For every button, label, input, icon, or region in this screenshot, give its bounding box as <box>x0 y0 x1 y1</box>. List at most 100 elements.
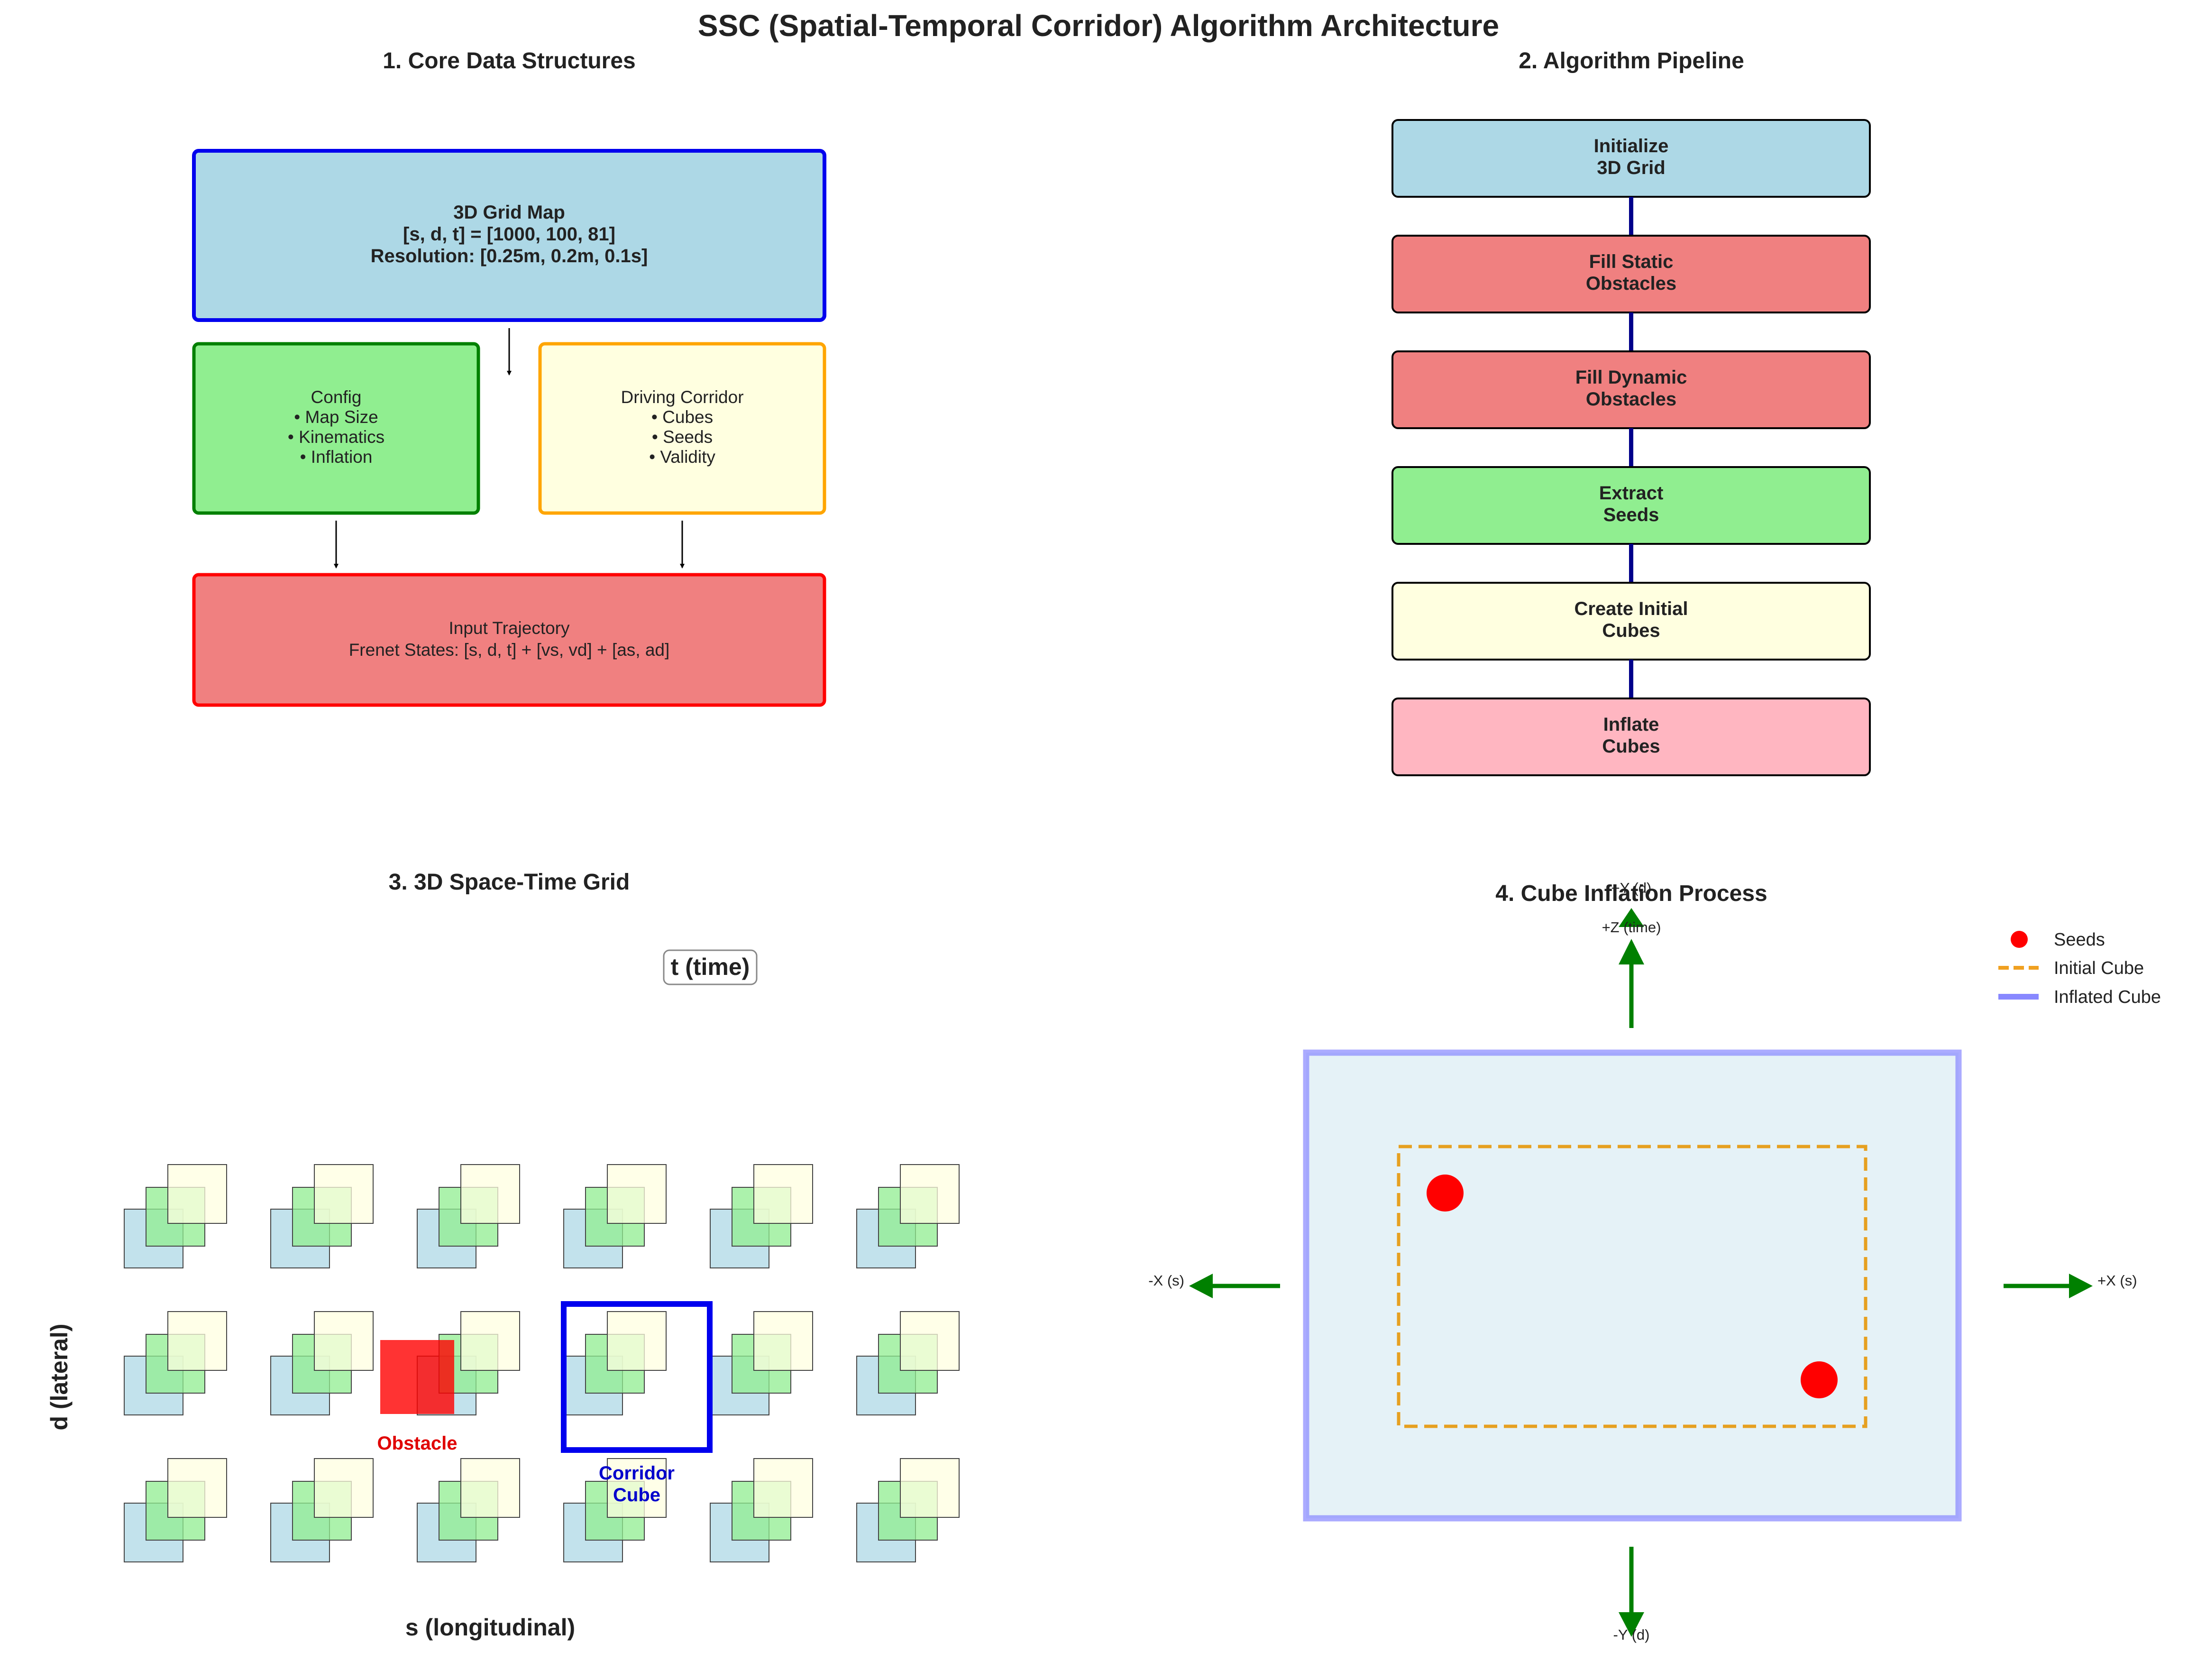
grid-cell-layer-front <box>167 1458 227 1518</box>
s-axis-label: s (longitudinal) <box>405 1614 575 1641</box>
grid-cell <box>710 1311 813 1415</box>
panel-space-time-grid: 3. 3D Space-Time Grid t (time) Obstacle … <box>46 870 960 1641</box>
corridor-item-seeds: • Seeds <box>652 427 713 447</box>
neg-x-label: -X (s) <box>1148 1272 1184 1289</box>
pipeline-step-label: Create Initial <box>1574 598 1688 619</box>
legend-initial-cube-label: Initial Cube <box>2054 958 2144 978</box>
pos-y-label: +Y (d) <box>1611 880 1652 896</box>
grid-cell <box>710 1164 813 1268</box>
config-item-inflation: • Inflation <box>300 447 373 467</box>
pipeline-step-label: Cubes <box>1602 736 1660 757</box>
grid-cell <box>563 1311 667 1415</box>
grid-cell-layer-front <box>314 1458 374 1518</box>
corridor-item-validity: • Validity <box>649 447 715 467</box>
t-axis-label: t (time) <box>671 954 750 980</box>
legend-seeds-label: Seeds <box>2054 930 2105 950</box>
grid-cell-layer-front <box>167 1311 227 1371</box>
pipeline-step-label: Initialize <box>1594 136 1669 156</box>
grid-cell-layer-front <box>753 1458 813 1518</box>
inflation-arrow-top <box>1619 908 1644 927</box>
grid-cell <box>710 1458 813 1562</box>
inflation-arrow-right <box>2004 1274 2093 1298</box>
grid-cell-layer-front <box>460 1458 520 1518</box>
seed-point-2 <box>1801 1361 1838 1398</box>
initial-cube <box>1397 1145 1867 1428</box>
d-axis-label: d (lateral) <box>46 1323 73 1430</box>
pipeline-step-label: Extract <box>1599 483 1664 504</box>
inflated-cube <box>1303 1049 1962 1522</box>
grid-cell-layer-front <box>900 1311 960 1371</box>
grid-map-title: 3D Grid Map <box>453 202 565 223</box>
grid-map-box: 3D Grid Map [s, d, t] = [1000, 100, 81] … <box>192 149 826 322</box>
corridor-cube-label-line2: Cube <box>613 1485 660 1506</box>
panel4-title: 4. Cube Inflation Process <box>1495 881 1767 906</box>
pipeline-step-label: Fill Dynamic <box>1575 367 1687 388</box>
pipeline-step-box <box>1391 698 1871 776</box>
obstacle-label: Obstacle <box>377 1433 458 1454</box>
config-box: Config • Map Size • Kinematics • Inflati… <box>192 342 480 515</box>
input-trajectory-box: Input Trajectory Frenet States: [s, d, t… <box>192 573 826 707</box>
grid-cell <box>124 1311 227 1415</box>
panel-cube-inflation: +Y (d) 4. Cube Inflation Process +Z (tim… <box>1148 880 2161 1643</box>
grid-cell <box>124 1458 227 1562</box>
grid-cells <box>124 1164 960 1562</box>
pos-x-label: +X (s) <box>2097 1272 2137 1289</box>
grid-cell <box>563 1164 667 1268</box>
pipeline-step-label: 3D Grid <box>1597 157 1665 178</box>
grid-map-resolution: Resolution: [0.25m, 0.2m, 0.1s] <box>371 246 648 266</box>
grid-cell <box>270 1311 374 1415</box>
grid-cell-layer-front <box>607 1164 667 1224</box>
panel2-title: 2. Algorithm Pipeline <box>1519 48 1744 73</box>
grid-cell-layer-front <box>900 1164 960 1224</box>
input-title: Input Trajectory <box>449 618 570 638</box>
seed-point-1 <box>1427 1175 1464 1212</box>
grid-cell-layer-front <box>753 1311 813 1371</box>
config-item-map-size: • Map Size <box>294 407 378 427</box>
pipeline-step-label: Obstacles <box>1586 273 1676 294</box>
grid-cell-layer-front <box>607 1311 667 1371</box>
pipeline-step-label: Cubes <box>1602 620 1660 641</box>
grid-cell-layer-front <box>314 1311 374 1371</box>
corridor-item-cubes: • Cubes <box>651 407 713 427</box>
config-title: Config <box>311 387 362 407</box>
grid-cell-layer-front <box>460 1164 520 1224</box>
grid-cell <box>856 1458 960 1562</box>
grid-cell-layer-front <box>167 1164 227 1224</box>
figure-title: SSC (Spatial-Temporal Corridor) Algorith… <box>698 9 1499 43</box>
pos-z-label: +Z (time) <box>1602 919 1661 936</box>
corridor-cube-label-line1: Corridor <box>599 1463 675 1484</box>
inflation-arrow-left <box>1189 1274 1280 1298</box>
neg-y-label: -Y (d) <box>1613 1626 1650 1643</box>
config-item-kinematics: • Kinematics <box>288 427 384 447</box>
pipeline-step-label: Fill Static <box>1589 251 1674 272</box>
grid-cell <box>417 1458 520 1562</box>
grid-cell <box>856 1311 960 1415</box>
pipeline-step-label: Seeds <box>1603 505 1659 525</box>
grid-cell <box>124 1164 227 1268</box>
inflation-arrow-down <box>1619 1547 1644 1637</box>
obstacle-block <box>380 1340 454 1414</box>
grid-cell <box>563 1458 667 1562</box>
driving-corridor-box: Driving Corridor • Cubes • Seeds • Valid… <box>538 342 826 515</box>
corridor-cube <box>561 1301 713 1453</box>
grid-cell-layer-front <box>900 1458 960 1518</box>
pipeline-step-label: Inflate <box>1603 714 1659 735</box>
inflation-arrow-up <box>1619 939 1644 1028</box>
grid-cell-layer-front <box>314 1164 374 1224</box>
corridor-title: Driving Corridor <box>621 387 743 407</box>
grid-cell-layer-front <box>460 1311 520 1371</box>
legend-inflated-cube-label: Inflated Cube <box>2054 987 2161 1007</box>
grid-cell <box>270 1164 374 1268</box>
panel-core-data-structures: 1. Core Data Structures 3D Grid Map [s, … <box>192 48 826 707</box>
panel1-title: 1. Core Data Structures <box>383 48 636 73</box>
grid-cell <box>856 1164 960 1268</box>
